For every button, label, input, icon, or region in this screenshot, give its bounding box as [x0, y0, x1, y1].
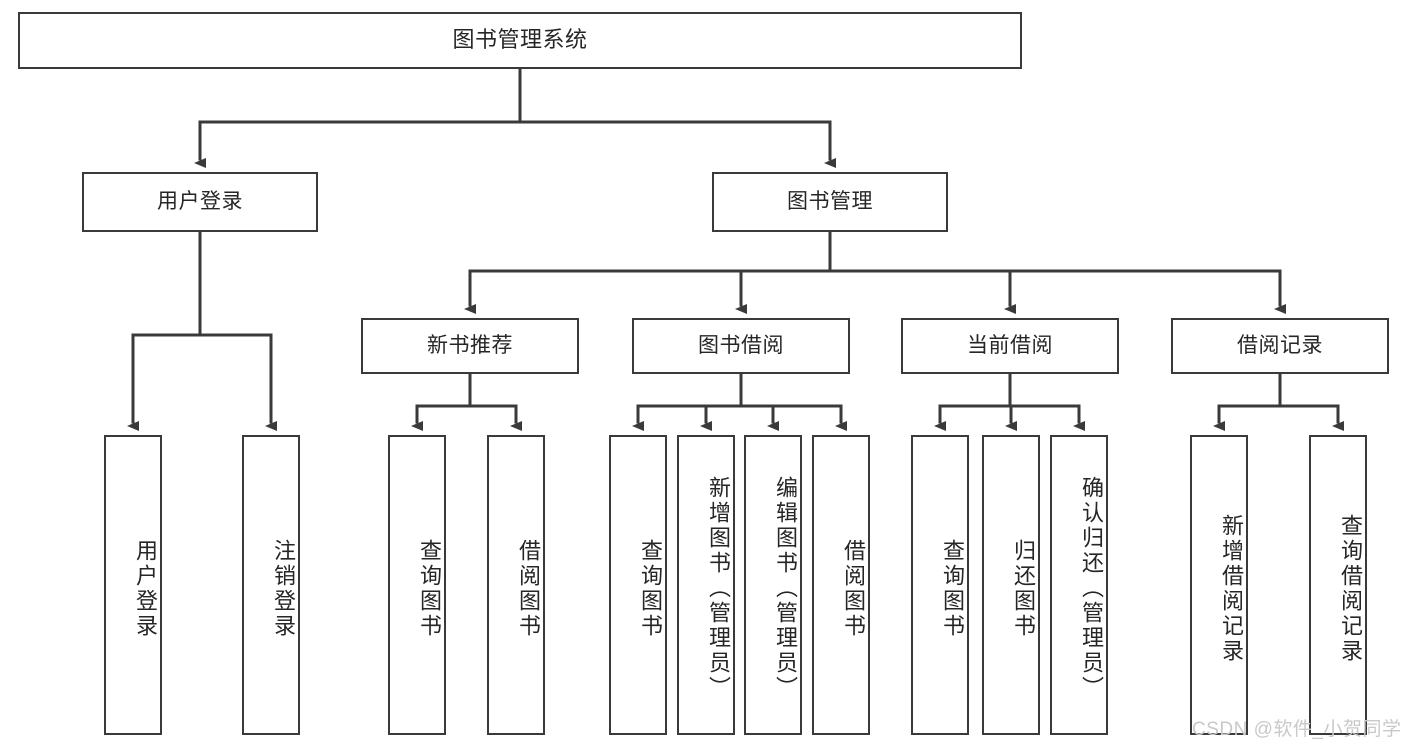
node-label: 编辑图书（管理员）: [773, 475, 798, 701]
node-new-book-recommend[interactable]: 新书推荐: [361, 318, 579, 374]
node-label: 注销登录: [271, 539, 296, 639]
node-current-borrow[interactable]: 当前借阅: [901, 318, 1119, 374]
node-label: 图书借阅: [698, 334, 784, 358]
node-leaf-add-book-admin[interactable]: 新增图书（管理员）: [677, 435, 735, 735]
node-borrow-record[interactable]: 借阅记录: [1171, 318, 1389, 374]
node-user-login[interactable]: 用户登录: [82, 172, 318, 232]
node-label: 借阅图书: [841, 539, 866, 639]
node-label: 新增借阅记录: [1219, 514, 1244, 664]
node-label: 归还图书: [1011, 539, 1036, 639]
node-leaf-return-book[interactable]: 归还图书: [982, 435, 1040, 735]
node-leaf-query-book-2[interactable]: 查询图书: [609, 435, 667, 735]
node-label: 查询图书: [638, 539, 663, 639]
node-label: 用户登录: [157, 190, 243, 214]
node-leaf-query-book-3[interactable]: 查询图书: [911, 435, 969, 735]
node-leaf-query-borrow-record[interactable]: 查询借阅记录: [1309, 435, 1367, 735]
node-label: 查询借阅记录: [1338, 514, 1363, 664]
node-leaf-query-book-1[interactable]: 查询图书: [388, 435, 446, 735]
node-label: 新增图书（管理员）: [706, 475, 731, 701]
node-label: 查询图书: [940, 539, 965, 639]
node-leaf-borrow-book-2[interactable]: 借阅图书: [812, 435, 870, 735]
node-leaf-add-borrow-record[interactable]: 新增借阅记录: [1190, 435, 1248, 735]
node-leaf-borrow-book-1[interactable]: 借阅图书: [487, 435, 545, 735]
node-leaf-confirm-return-admin[interactable]: 确认归还（管理员）: [1050, 435, 1108, 735]
node-label: 新书推荐: [427, 334, 513, 358]
node-label: 借阅图书: [516, 539, 541, 639]
node-label: 用户登录: [133, 539, 158, 639]
node-label: 确认归还（管理员）: [1079, 475, 1104, 701]
node-book-borrow[interactable]: 图书借阅: [632, 318, 850, 374]
csdn-watermark: CSDN @软件_小贺同学: [1192, 719, 1402, 740]
node-label: 当前借阅: [967, 334, 1053, 358]
node-leaf-edit-book-admin[interactable]: 编辑图书（管理员）: [744, 435, 802, 735]
node-book-management-system[interactable]: 图书管理系统: [18, 12, 1022, 69]
node-leaf-logout-login[interactable]: 注销登录: [242, 435, 300, 735]
node-book-management[interactable]: 图书管理: [712, 172, 948, 232]
node-leaf-user-login[interactable]: 用户登录: [104, 435, 162, 735]
node-label: 借阅记录: [1237, 334, 1323, 358]
node-label: 查询图书: [417, 539, 442, 639]
node-label: 图书管理: [787, 190, 873, 214]
